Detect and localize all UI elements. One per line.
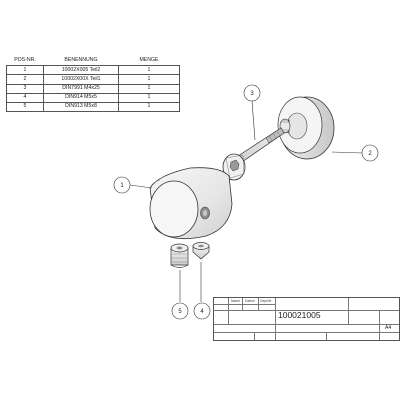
table-row: 5 DIN913 M5x8 1 — [6, 101, 180, 113]
callout-4 — [193, 302, 211, 320]
title-block-name-label: Name — [231, 299, 241, 303]
title-block-checked-label: Geprüft — [260, 299, 272, 303]
part-4-cone-point-screw — [192, 242, 210, 260]
part-1-cylinder — [149, 167, 233, 240]
part-2-base — [277, 96, 335, 160]
callout-3-label: 3 — [250, 91, 254, 97]
callout-5 — [171, 302, 189, 320]
title-block-date-label: Datum — [245, 299, 255, 303]
part-5-set-screw — [170, 243, 189, 268]
title-block: Name Datum Geprüft 100021005 A4 — [213, 297, 400, 341]
leader-lines — [129, 100, 363, 302]
parts-list-table: POS-NR. BENENNUNG MENGE 1 10002X005 Teil… — [6, 57, 180, 113]
callout-3 — [243, 84, 261, 102]
part-3-countersunk-screw — [222, 127, 285, 181]
sheet-format: A4 — [385, 325, 392, 331]
callout-4-label: 4 — [200, 309, 204, 315]
callout-2 — [361, 144, 379, 162]
row-qty: 1 — [118, 101, 180, 113]
callout-1 — [113, 176, 131, 194]
callout-5-label: 5 — [178, 309, 182, 315]
callout-1-label: 1 — [120, 183, 124, 189]
drawing-number: 100021005 — [278, 310, 321, 320]
callout-2-label: 2 — [368, 151, 372, 157]
